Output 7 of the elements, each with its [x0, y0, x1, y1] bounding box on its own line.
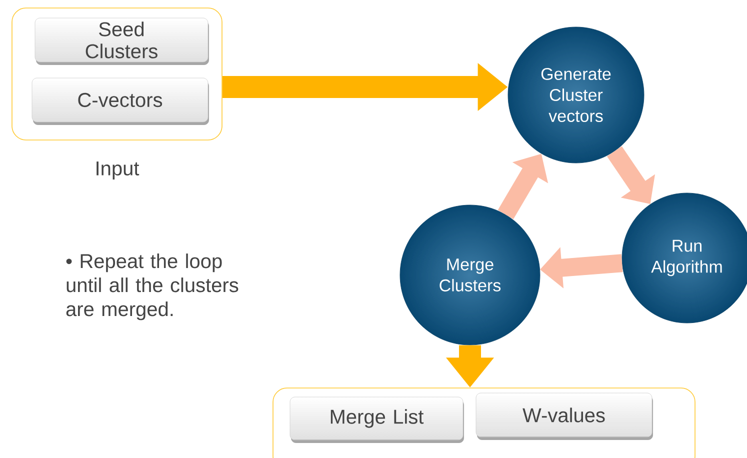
button-box: W-values	[476, 392, 653, 440]
output-group-box	[272, 388, 696, 458]
button-box: Seed Clusters	[34, 18, 209, 65]
node-label: Input	[96, 162, 140, 180]
button-box: C-vectors	[32, 78, 209, 125]
button-box: Merge List	[290, 396, 464, 443]
note-text: • Repeat the loop until all the clusters are merged.	[66, 254, 238, 320]
